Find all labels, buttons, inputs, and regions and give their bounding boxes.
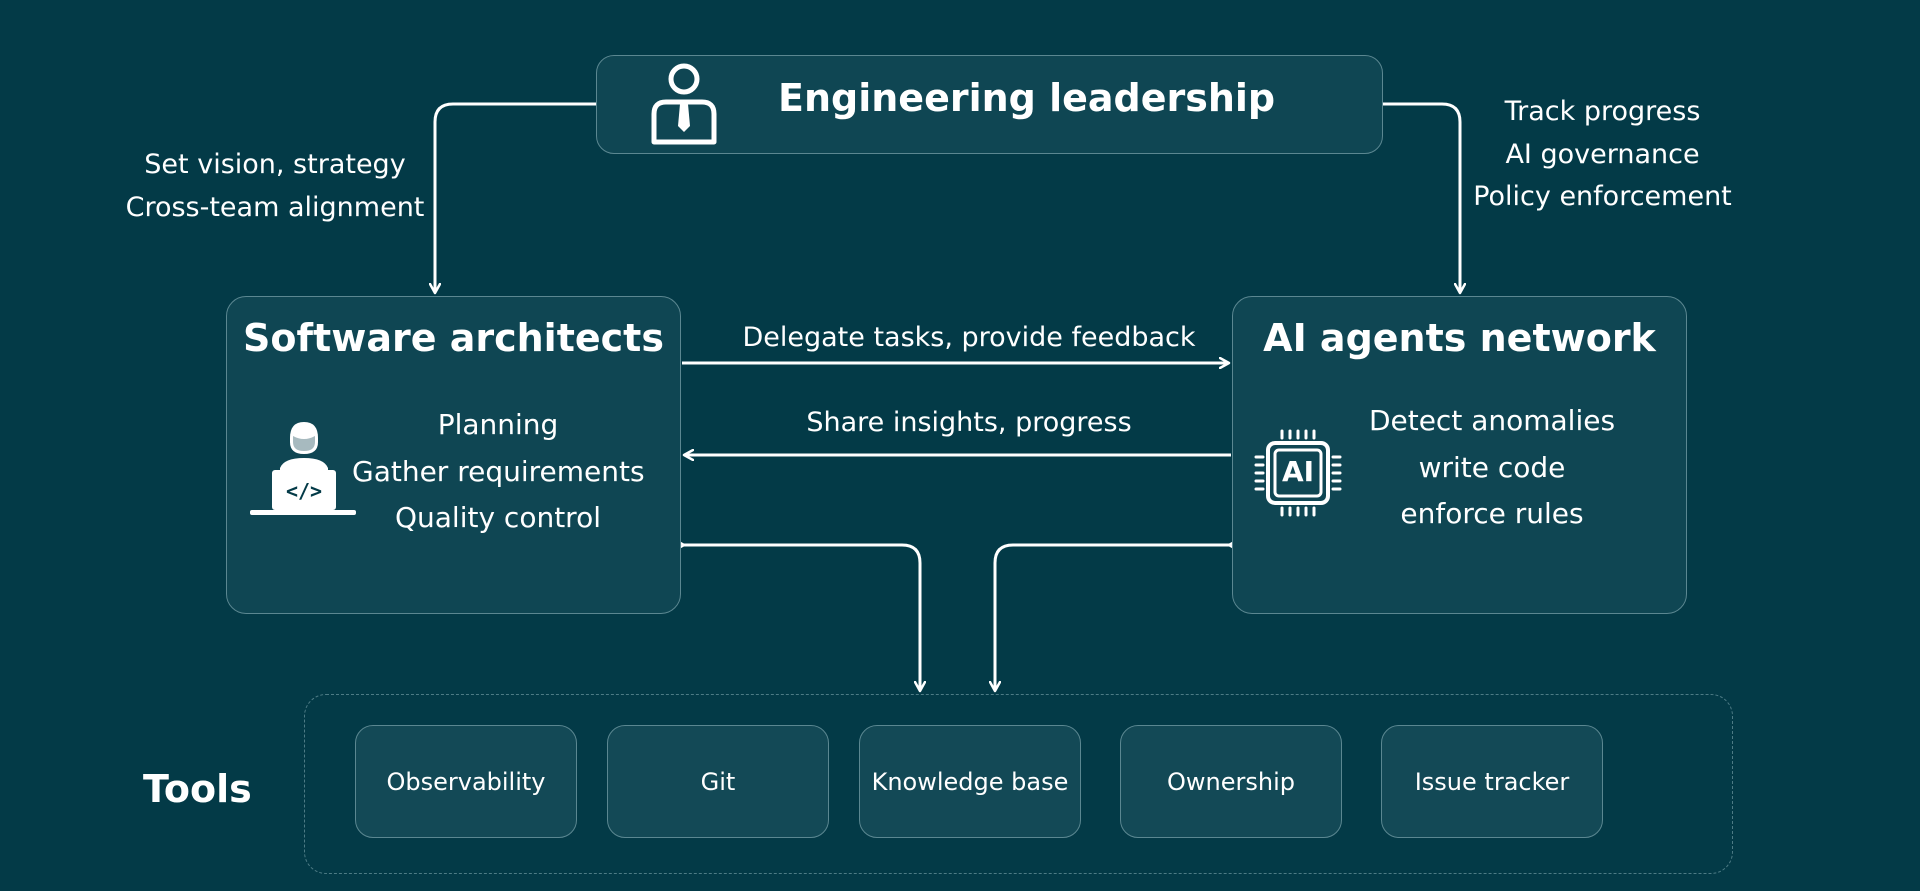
tool-observability: Observability [355, 725, 577, 838]
agents-duty-1: Detect anomalies [1368, 404, 1616, 437]
leadership-right-note-2: AI governance [1505, 139, 1700, 170]
leadership-title: Engineering leadership [778, 76, 1276, 120]
architects-duty-1: Planning [437, 408, 559, 441]
tool-ownership: Ownership [1120, 725, 1342, 838]
architects-duty-2: Gather requirements [352, 455, 645, 488]
arrow-agents-tools [995, 545, 1229, 691]
arrow-leadership-to-agents [1383, 102, 1460, 293]
architects-duty-3: Quality control [394, 501, 601, 534]
link-label-delegate: Delegate tasks, provide feedback [742, 322, 1196, 353]
leadership-left-note-1: Set vision, strategy [144, 149, 406, 180]
leadership-left-note-2: Cross-team alignment [125, 192, 425, 223]
leadership-right-note-3: Policy enforcement [1473, 181, 1732, 212]
ai-chip-label: AI [1281, 455, 1315, 488]
arrow-leadership-to-architects [435, 102, 596, 293]
link-label-share: Share insights, progress [806, 407, 1132, 438]
tool-git: Git [607, 725, 829, 838]
tools-frame [304, 694, 1733, 874]
agents-duty-3: enforce rules [1400, 497, 1584, 530]
architects-box [226, 296, 681, 614]
agents-box [1232, 296, 1687, 614]
developer-laptop-icon: </> [250, 422, 356, 515]
tool-knowledge-base: Knowledge base [859, 725, 1081, 838]
ai-chip-icon [1254, 429, 1342, 517]
agents-duty-2: write code [1418, 451, 1566, 484]
svg-text:</>: </> [286, 479, 322, 503]
arrow-architects-tools [684, 545, 920, 691]
leadership-box [596, 55, 1383, 154]
tools-label: Tools [143, 767, 252, 811]
architects-title: Software architects [243, 316, 664, 360]
tool-issue-tracker: Issue tracker [1381, 725, 1603, 838]
manager-icon [651, 63, 717, 145]
agents-title: AI agents network [1263, 316, 1656, 360]
leadership-right-note-1: Track progress [1504, 96, 1701, 127]
